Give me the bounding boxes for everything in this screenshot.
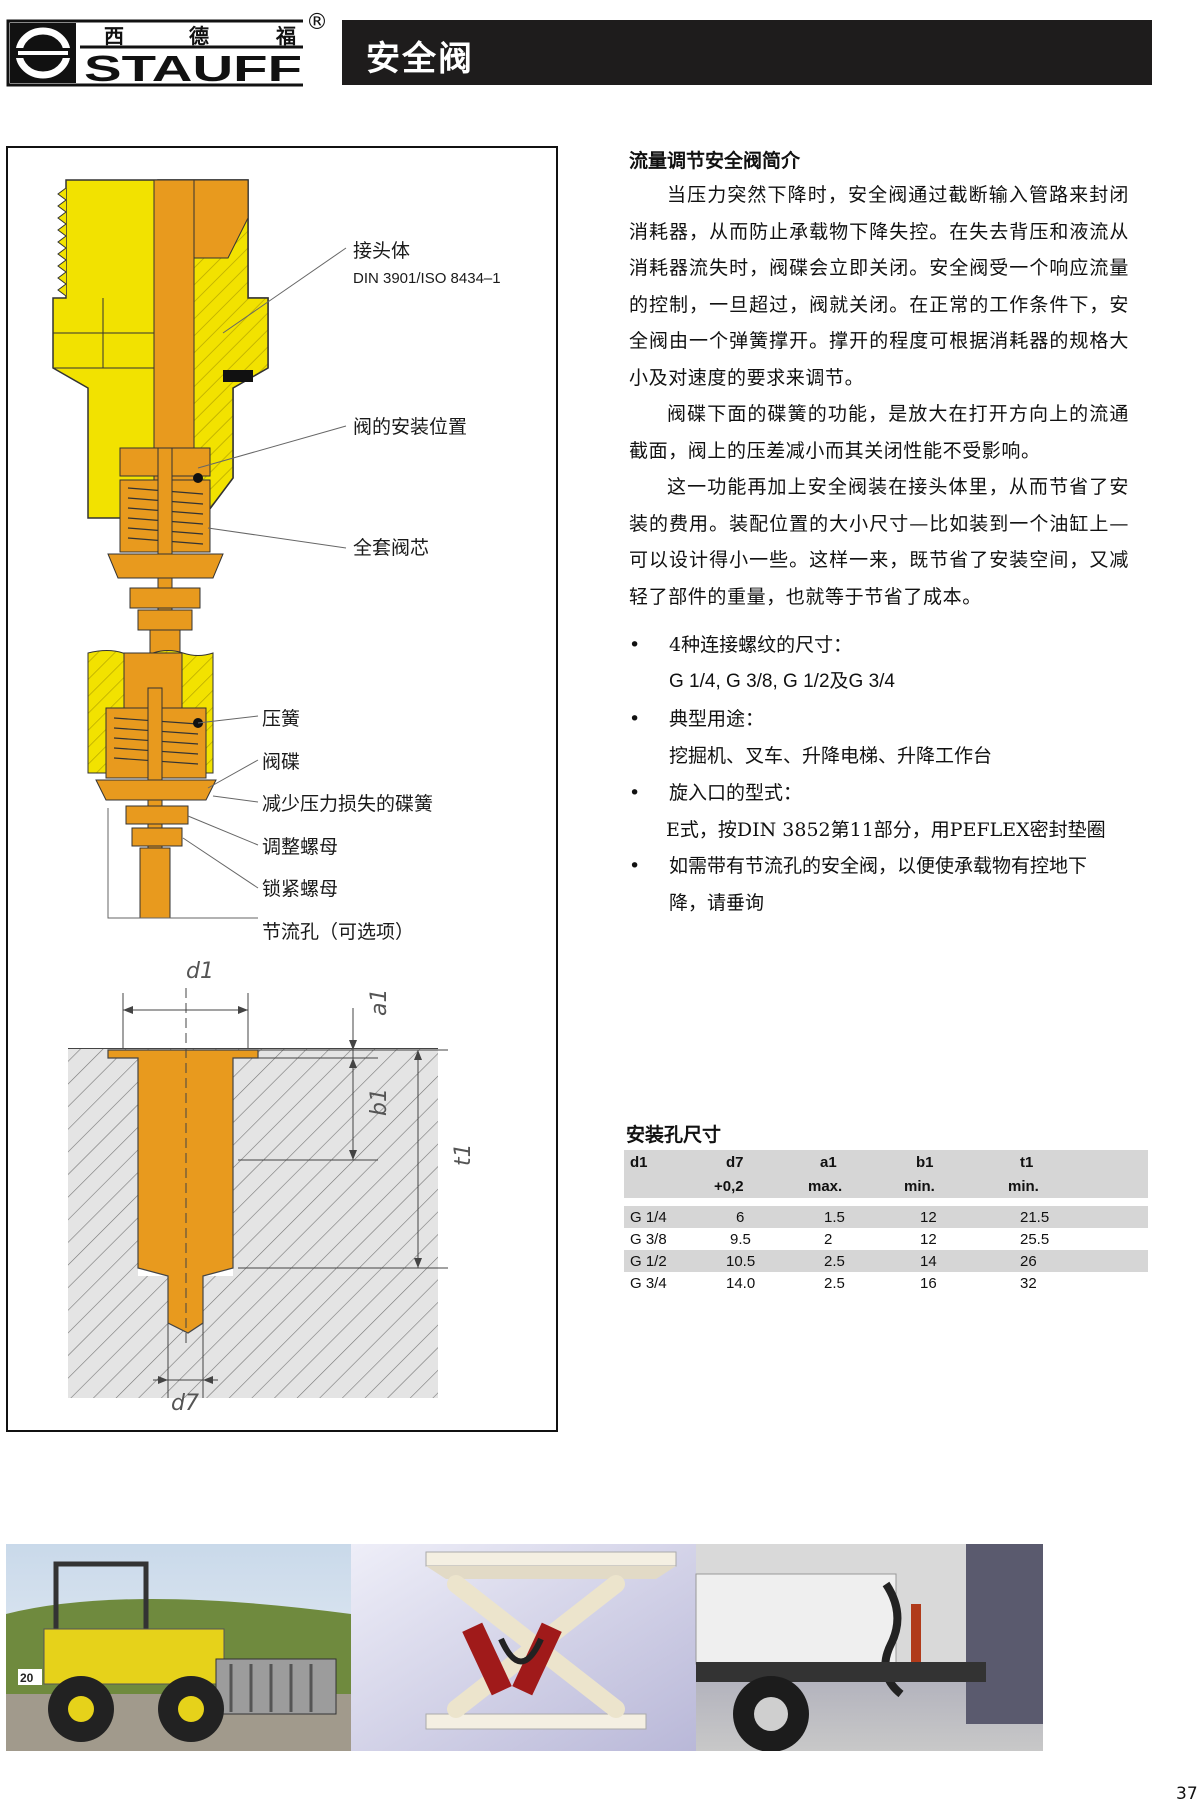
table-cell: G 3/4 <box>630 1274 667 1292</box>
table-cell: 2.5 <box>802 1250 898 1272</box>
page-number: 37 <box>1176 1784 1198 1804</box>
mounting-hole-diagram: d1 a1 b1 t1 d7 <box>68 959 476 1416</box>
column-subheader <box>624 1174 708 1198</box>
bullet-symbol: • <box>629 708 641 730</box>
callout-disc-spring: 减少压力损失的碟簧 <box>262 793 434 815</box>
callout-lock-nut: 锁紧螺母 <box>262 878 339 900</box>
table-row: G 1/4 6 1.5 12 21.5 <box>624 1206 1148 1228</box>
valve-drawing: d1 a1 b1 t1 d7 <box>52 179 476 1416</box>
stauff-logo: 西 德 福 STAUFF <box>6 16 303 89</box>
bullet-line: 典型用途： <box>669 708 765 730</box>
table-cell: 14.0 <box>726 1274 756 1292</box>
table-cell: 21.5 <box>1002 1206 1148 1228</box>
column-subheader: +0,2 <box>708 1174 802 1198</box>
table-cell: 9.5 <box>730 1230 751 1248</box>
photo-truck <box>695 1544 1043 1751</box>
logo-brand: STAUFF <box>84 48 302 89</box>
bullet-line: E式，按DIN 3852第11部分，用PEFLEX密封垫圈 <box>666 819 1106 841</box>
logo-cn-2: 德 <box>189 24 209 48</box>
column-header: b1 <box>898 1150 1002 1174</box>
callout-adjust-nut: 调整螺母 <box>262 836 339 858</box>
table-row: G 3/4 14.0 2.5 16 32 <box>624 1272 1148 1294</box>
column-subheader: min. <box>898 1174 1002 1198</box>
callout-disc: 阀碟 <box>262 751 301 773</box>
dim-d7-label: d7 <box>171 1391 199 1416</box>
bullet-symbol: • <box>629 782 641 804</box>
callout-cartridge: 全套阀芯 <box>353 537 430 559</box>
photo-lift-table <box>351 1544 696 1751</box>
callout-connector: 接头体 <box>353 240 411 262</box>
bullet-symbol: • <box>629 634 641 656</box>
bullet-line: 旋入口的型式： <box>669 782 803 804</box>
table-cell: 25.5 <box>1020 1230 1050 1248</box>
table-row: G 3/8 9.5 2 12 25.5 <box>624 1228 1148 1250</box>
table-cell: 2 <box>824 1230 833 1248</box>
page-title: 安全阀 <box>366 39 474 79</box>
intro-paragraph-2: 阀碟下面的碟簧的功能，是放大在打开方向上的流通截面，阀上的压差减小而其关闭性能不… <box>629 403 1129 462</box>
figure-panel <box>6 146 558 1432</box>
table-header-row: d1 d7 a1 b1 t1 <box>624 1150 1148 1174</box>
title-bar <box>342 20 1152 85</box>
cartridge-detail-illustration <box>87 650 217 919</box>
table-cell: G 3/8 <box>630 1230 667 1248</box>
callout-connector-standard: DIN 3901/ISO 8434–1 <box>353 270 501 287</box>
column-subheader: min. <box>1002 1174 1148 1198</box>
callout-spring: 压簧 <box>262 708 301 730</box>
column-header: t1 <box>1002 1150 1148 1174</box>
table-header-row: +0,2 max. min. min. <box>624 1174 1148 1198</box>
dim-a1-label: a1 <box>367 989 392 1016</box>
dim-b1-label: b1 <box>367 1088 392 1116</box>
bullet-line: G 1/4, G 3/8, G 1/2及G 3/4 <box>669 671 895 692</box>
table-cell: 32 <box>1020 1274 1037 1292</box>
dim-t1-label: t1 <box>451 1143 476 1166</box>
bullet-line: 降，请垂询 <box>669 892 765 914</box>
application-photos: 20 <box>6 1544 1043 1751</box>
column-subheader: max. <box>802 1174 898 1198</box>
table-cell: 1.5 <box>802 1206 898 1228</box>
table-row: G 1/2 10.5 2.5 14 26 <box>624 1250 1148 1272</box>
dim-d1-label: d1 <box>186 959 214 984</box>
table-cell: 26 <box>1002 1250 1148 1272</box>
column-header: a1 <box>802 1150 898 1174</box>
mounting-hole-table: d1 d7 a1 b1 t1 +0,2 max. min. min. G 1/4… <box>624 1150 1148 1294</box>
table-cell: 2.5 <box>824 1274 845 1292</box>
intro-heading: 流量调节安全阀简介 <box>629 150 801 172</box>
intro-paragraph-1: 当压力突然下降时，安全阀通过截断输入管路来封闭消耗器，从而防止承载物下降失控。在… <box>629 184 1129 389</box>
photo-wheel-loader: 20 <box>6 1544 351 1751</box>
logo-cn-3: 福 <box>275 24 296 48</box>
intro-paragraph-3: 这一功能再加上安全阀装在接头体里，从而节省了安装的费用。装配位置的大小尺寸—比如… <box>629 476 1129 608</box>
column-header: d1 <box>624 1150 708 1174</box>
table-cell: G 1/2 <box>624 1250 708 1272</box>
table-cell: 14 <box>898 1250 1002 1272</box>
bullet-line: 4种连接螺纹的尺寸： <box>669 634 853 656</box>
table-cell: 12 <box>898 1206 1002 1228</box>
table-cell: 10.5 <box>708 1250 802 1272</box>
registered-mark: ® <box>306 10 328 35</box>
bullet-symbol: • <box>629 855 641 877</box>
column-header: d7 <box>708 1150 802 1174</box>
callout-orifice: 节流孔（可选项） <box>262 921 415 943</box>
table-cell: 12 <box>920 1230 937 1248</box>
table-cell: 6 <box>708 1206 802 1228</box>
stauff-emblem-icon <box>10 23 76 83</box>
bullet-line: 如需带有节流孔的安全阀，以便使承载物有控地下 <box>669 855 1088 877</box>
logo-cn-1: 西 <box>104 24 124 48</box>
table-cell: G 1/4 <box>624 1206 708 1228</box>
table-cell: 16 <box>920 1274 937 1292</box>
bullet-line: 挖掘机、叉车、升降电梯、升降工作台 <box>669 745 993 767</box>
loader-number: 20 <box>20 1671 34 1685</box>
callout-install-position: 阀的安装位置 <box>353 416 468 438</box>
table-heading: 安装孔尺寸 <box>626 1124 722 1146</box>
